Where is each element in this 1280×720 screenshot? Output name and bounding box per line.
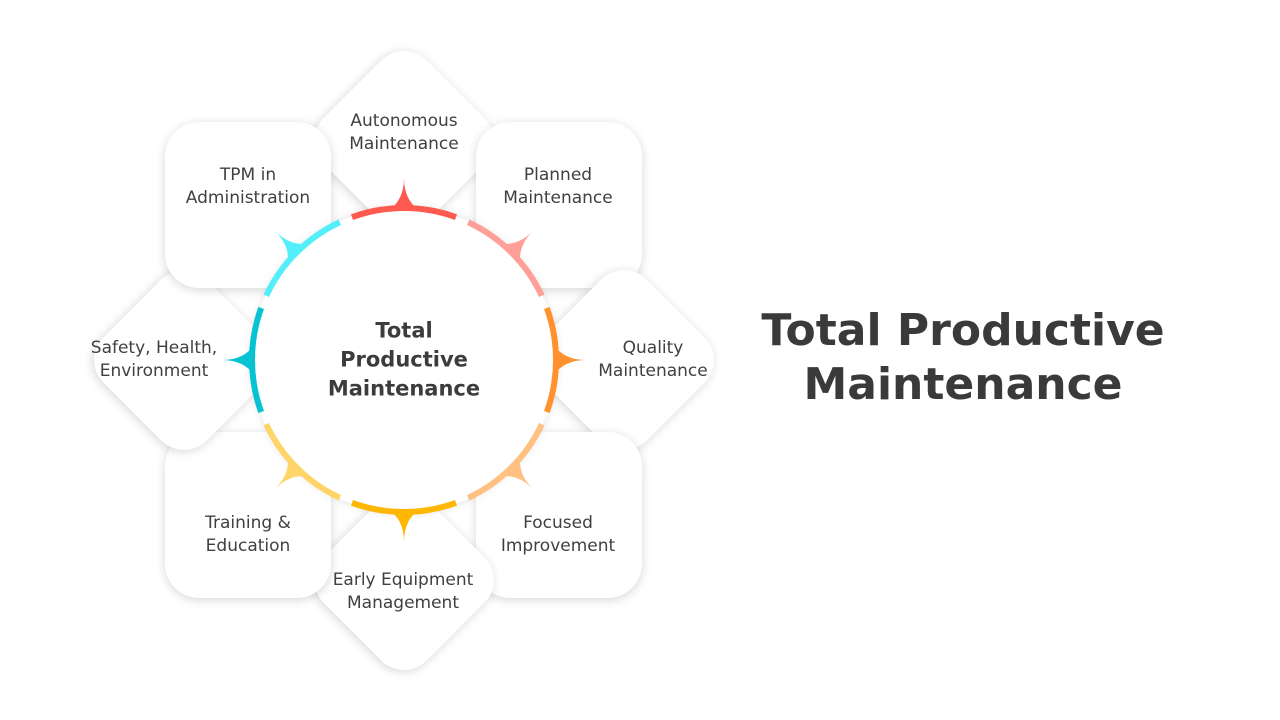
page-title: Total Productive Maintenance — [761, 305, 1165, 410]
arrow-pointer-icon — [388, 178, 420, 211]
arrow-pointer-icon — [498, 454, 533, 489]
arrow-pointer-icon — [222, 344, 255, 376]
pillar-label: Planned Maintenance — [503, 165, 613, 208]
arrow-pointer-icon — [388, 509, 420, 542]
pillar-label: Quality Maintenance — [598, 338, 708, 381]
arrow-pointer-icon — [275, 454, 310, 489]
tpm-cycle-diagram: Autonomous Maintenance Planned Maintenan… — [90, 111, 708, 613]
center-title: Total Productive Maintenance — [327, 318, 481, 401]
center-circle — [251, 207, 557, 513]
colored-ring — [222, 178, 586, 542]
arrow-pointer-icon — [498, 231, 533, 266]
pillar-label: Autonomous Maintenance — [349, 111, 459, 154]
pillar-label: Early Equipment Management — [332, 570, 474, 613]
pillar-label: Focused Improvement — [500, 513, 616, 556]
pillar-label: Safety, Health, Environment — [90, 338, 218, 381]
pillar-label: TPM in Administration — [185, 165, 311, 208]
arrow-pointer-icon — [275, 231, 310, 266]
pillar-label: Training & Education — [205, 513, 291, 556]
arrow-pointer-icon — [553, 344, 586, 376]
